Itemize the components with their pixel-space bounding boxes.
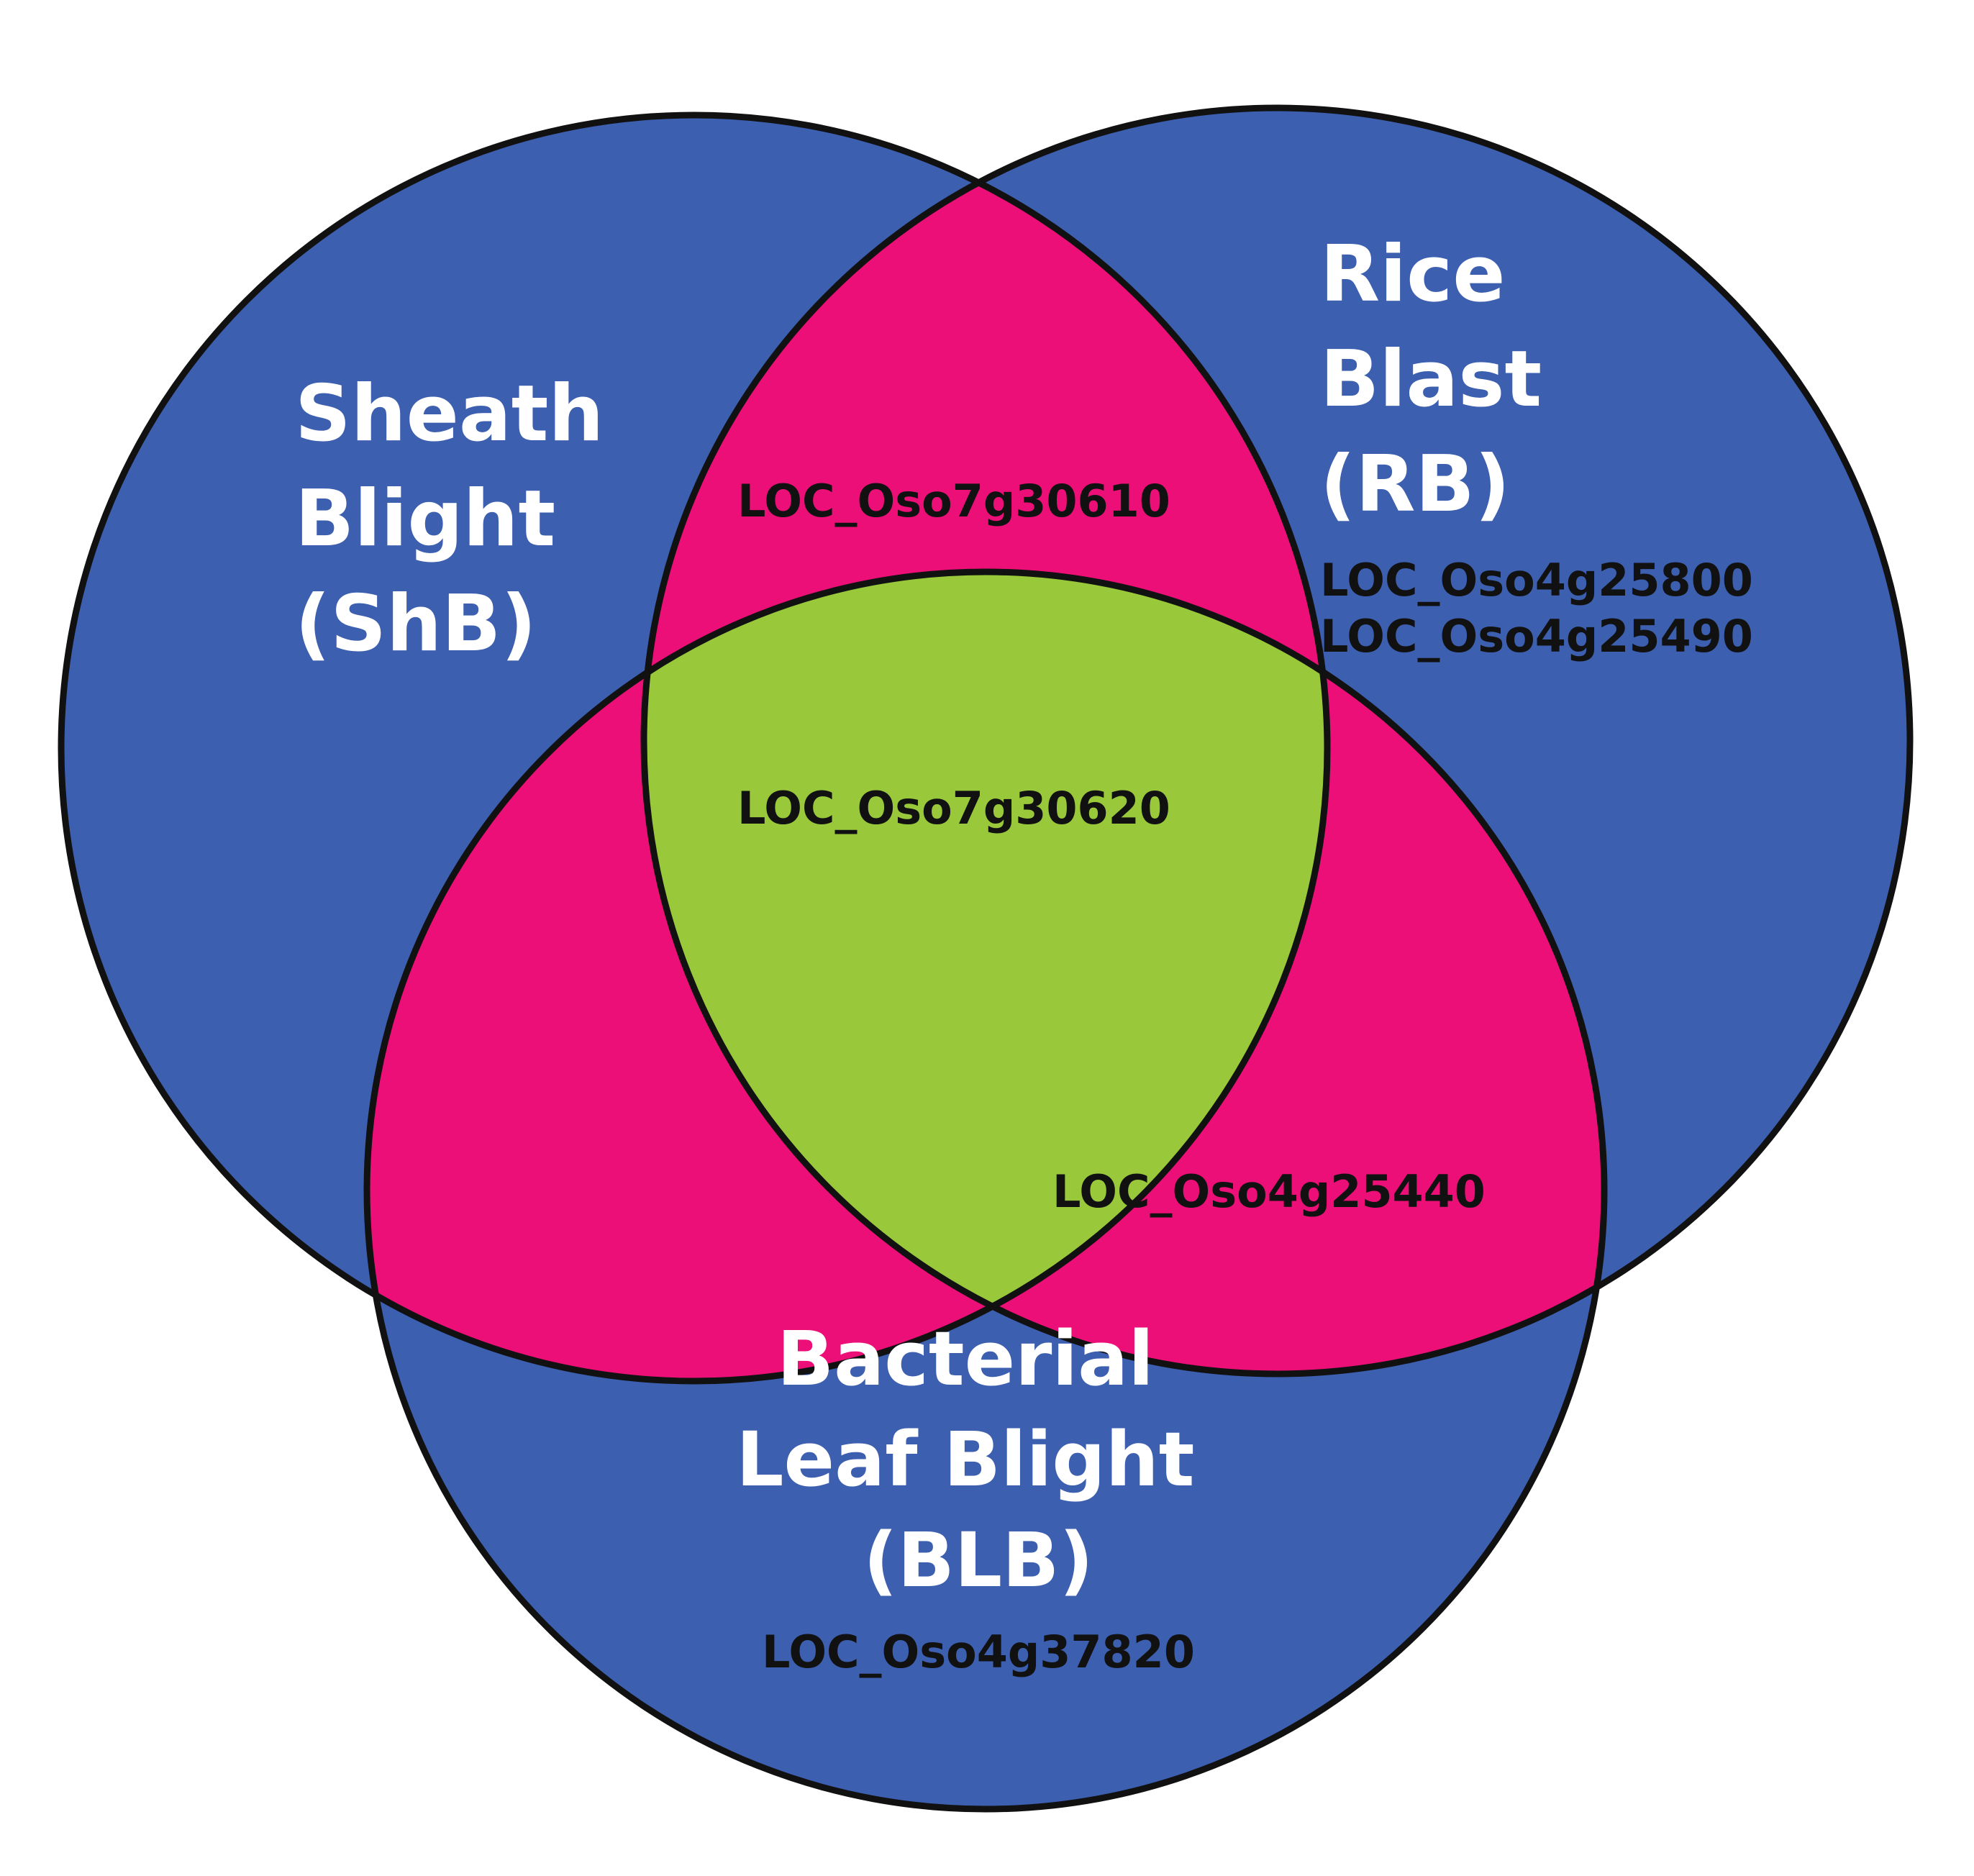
gene-rb-only-1: LOC_Oso4g25800 (1320, 554, 1753, 606)
label-shb: Sheath Blight (ShB) (295, 369, 631, 669)
label-blb-line-1: Bacterial (777, 1315, 1154, 1403)
label-rb: Rice Blast (RB) (1320, 229, 1569, 529)
label-shb-line-1: Sheath (295, 369, 604, 459)
gene-shb-rb: LOC_Oso7g30610 (737, 475, 1170, 527)
overlap-all-three (644, 572, 1327, 1374)
outline-shb (58, 111, 1331, 1385)
label-shb-line-3: (ShB) (295, 579, 537, 669)
gene-rb-only-2: LOC_Oso4g25490 (1320, 610, 1753, 662)
gene-blb-only: LOC_Oso4g37820 (762, 1626, 1195, 1678)
label-rb-line-3: (RB) (1320, 440, 1510, 529)
label-shb-line-2: Blight (295, 474, 555, 564)
outline-rb (640, 104, 1914, 1378)
gene-rb-blb: LOC_Oso4g25440 (1052, 1165, 1486, 1218)
label-rb-line-2: Blast (1320, 334, 1542, 424)
outline-blb (363, 568, 1608, 1813)
label-blb-line-2: Leaf Blight (736, 1416, 1194, 1503)
gene-all-three: LOC_Oso7g30620 (737, 782, 1170, 834)
label-rb-line-1: Rice (1320, 229, 1505, 319)
label-blb: Bacterial Leaf Blight (BLB) (736, 1315, 1220, 1604)
label-blb-line-3: (BLB) (863, 1516, 1093, 1604)
